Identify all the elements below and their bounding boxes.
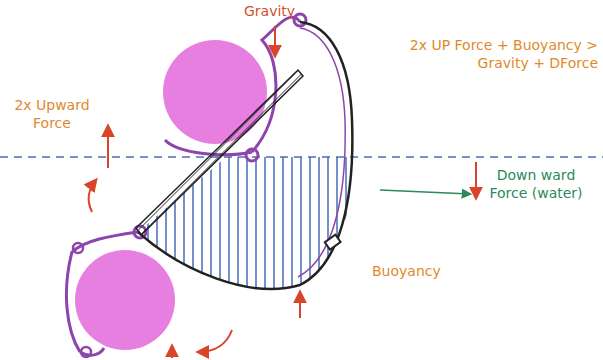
float-ball bbox=[163, 40, 267, 144]
hinge bbox=[73, 243, 83, 253]
hinge bbox=[81, 347, 91, 357]
float-frame bbox=[165, 140, 252, 155]
rotation-arrow bbox=[89, 180, 96, 212]
float-frame bbox=[66, 232, 138, 352]
downward-force-arrow bbox=[475, 162, 477, 198]
condition-note: 2x UP Force + Buoyancy > Gravity + DForc… bbox=[362, 36, 598, 72]
float-ball bbox=[75, 250, 175, 350]
hinge bbox=[246, 149, 258, 161]
hinge bbox=[294, 14, 306, 26]
force-label: 2x Upward Force bbox=[4, 96, 100, 132]
buoyancy-arrow bbox=[299, 292, 301, 318]
latch bbox=[325, 235, 341, 250]
bucket-shell bbox=[298, 28, 345, 277]
divider-plate bbox=[136, 70, 303, 235]
force-label: Down ward Force (water) bbox=[488, 166, 584, 202]
upward-force-arrow bbox=[107, 126, 109, 168]
buoyancy-arrow bbox=[171, 346, 173, 358]
gravity-arrow bbox=[274, 26, 276, 56]
force-label: Gravity bbox=[244, 2, 314, 20]
bucket-shell bbox=[138, 22, 352, 289]
force-label: Buoyancy bbox=[372, 262, 462, 280]
rotation-arrow bbox=[198, 330, 232, 352]
pointer-arrow bbox=[380, 190, 470, 194]
